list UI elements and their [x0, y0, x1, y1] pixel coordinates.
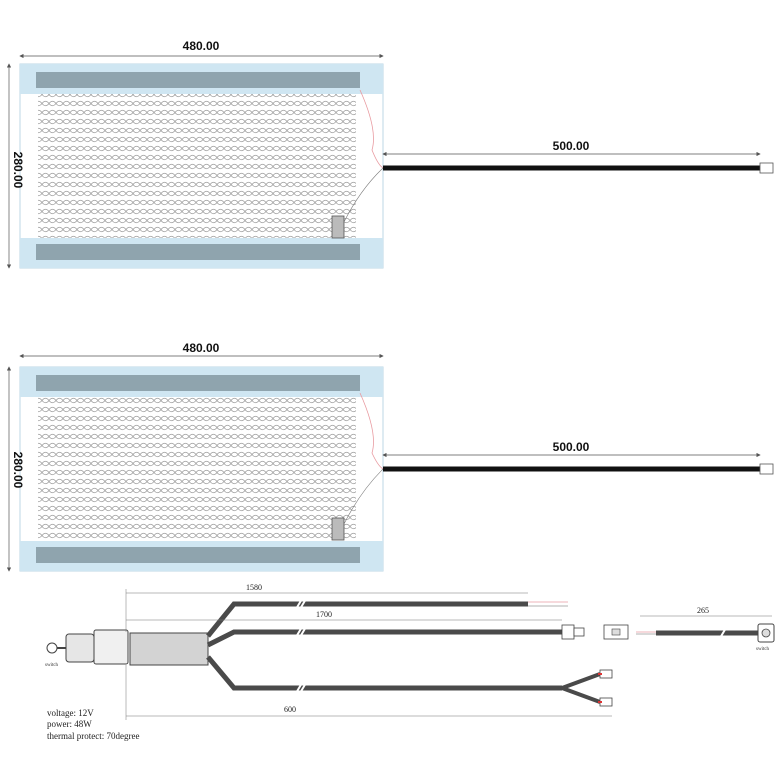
- relay-icon: [65, 633, 95, 663]
- lead-wire-thermostat: [343, 167, 384, 223]
- thermostat-icon: [331, 517, 345, 541]
- spec-thermal-protect: thermal protect: 70degree: [47, 731, 139, 741]
- cable-branch-2: [206, 629, 562, 648]
- lead-connector-icon: [759, 162, 774, 174]
- dim-1580-label: 1580: [246, 583, 262, 592]
- dim-265-label: 265: [697, 606, 709, 615]
- lead-wire-thermostat: [343, 468, 384, 525]
- lead-wire-red: [359, 392, 384, 470]
- heating-pad-bottom: 480.00 280.00 500.00: [6, 341, 774, 572]
- dim-600-label: 600: [284, 705, 296, 714]
- ring-terminal-icon: [46, 642, 58, 654]
- heating-pad-top: 480.00 280.00 500.00: [6, 39, 774, 269]
- switch-label-right: switch: [756, 647, 770, 652]
- cable-branch-3: [206, 655, 562, 691]
- switch-label-left: switch: [45, 663, 59, 668]
- lead-wire-red: [359, 89, 384, 169]
- electrode-strip-bottom: [36, 244, 360, 260]
- pad-width-label: 480.00: [183, 39, 220, 53]
- thermostat-icon: [331, 215, 345, 239]
- electrode-strip-bottom: [36, 547, 360, 563]
- pad-height-label: 280.00: [11, 452, 25, 489]
- heating-wire-mesh: [38, 397, 356, 541]
- controller-box: [129, 632, 209, 666]
- spec-voltage: voltage: 12V: [47, 708, 94, 718]
- lead-connector-icon: [759, 463, 774, 475]
- wiring-harness: switch 1580 1700 600: [45, 583, 775, 720]
- heating-wire-mesh: [38, 94, 356, 238]
- electrode-strip-top: [36, 375, 360, 391]
- spec-power: power: 48W: [47, 719, 92, 729]
- pad-height-label: 280.00: [11, 152, 25, 189]
- cable-branch-1: [206, 601, 528, 638]
- dim-1700-label: 1700: [316, 610, 332, 619]
- pad-width-label: 480.00: [183, 341, 220, 355]
- spec-block: voltage: 12V power: 48W thermal protect:…: [47, 708, 139, 741]
- lead-length-label: 500.00: [553, 139, 590, 153]
- electrode-strip-top: [36, 72, 360, 88]
- connector-male-icon: [561, 624, 575, 640]
- fuse-holder-icon: [93, 629, 129, 665]
- lead-length-label: 500.00: [553, 440, 590, 454]
